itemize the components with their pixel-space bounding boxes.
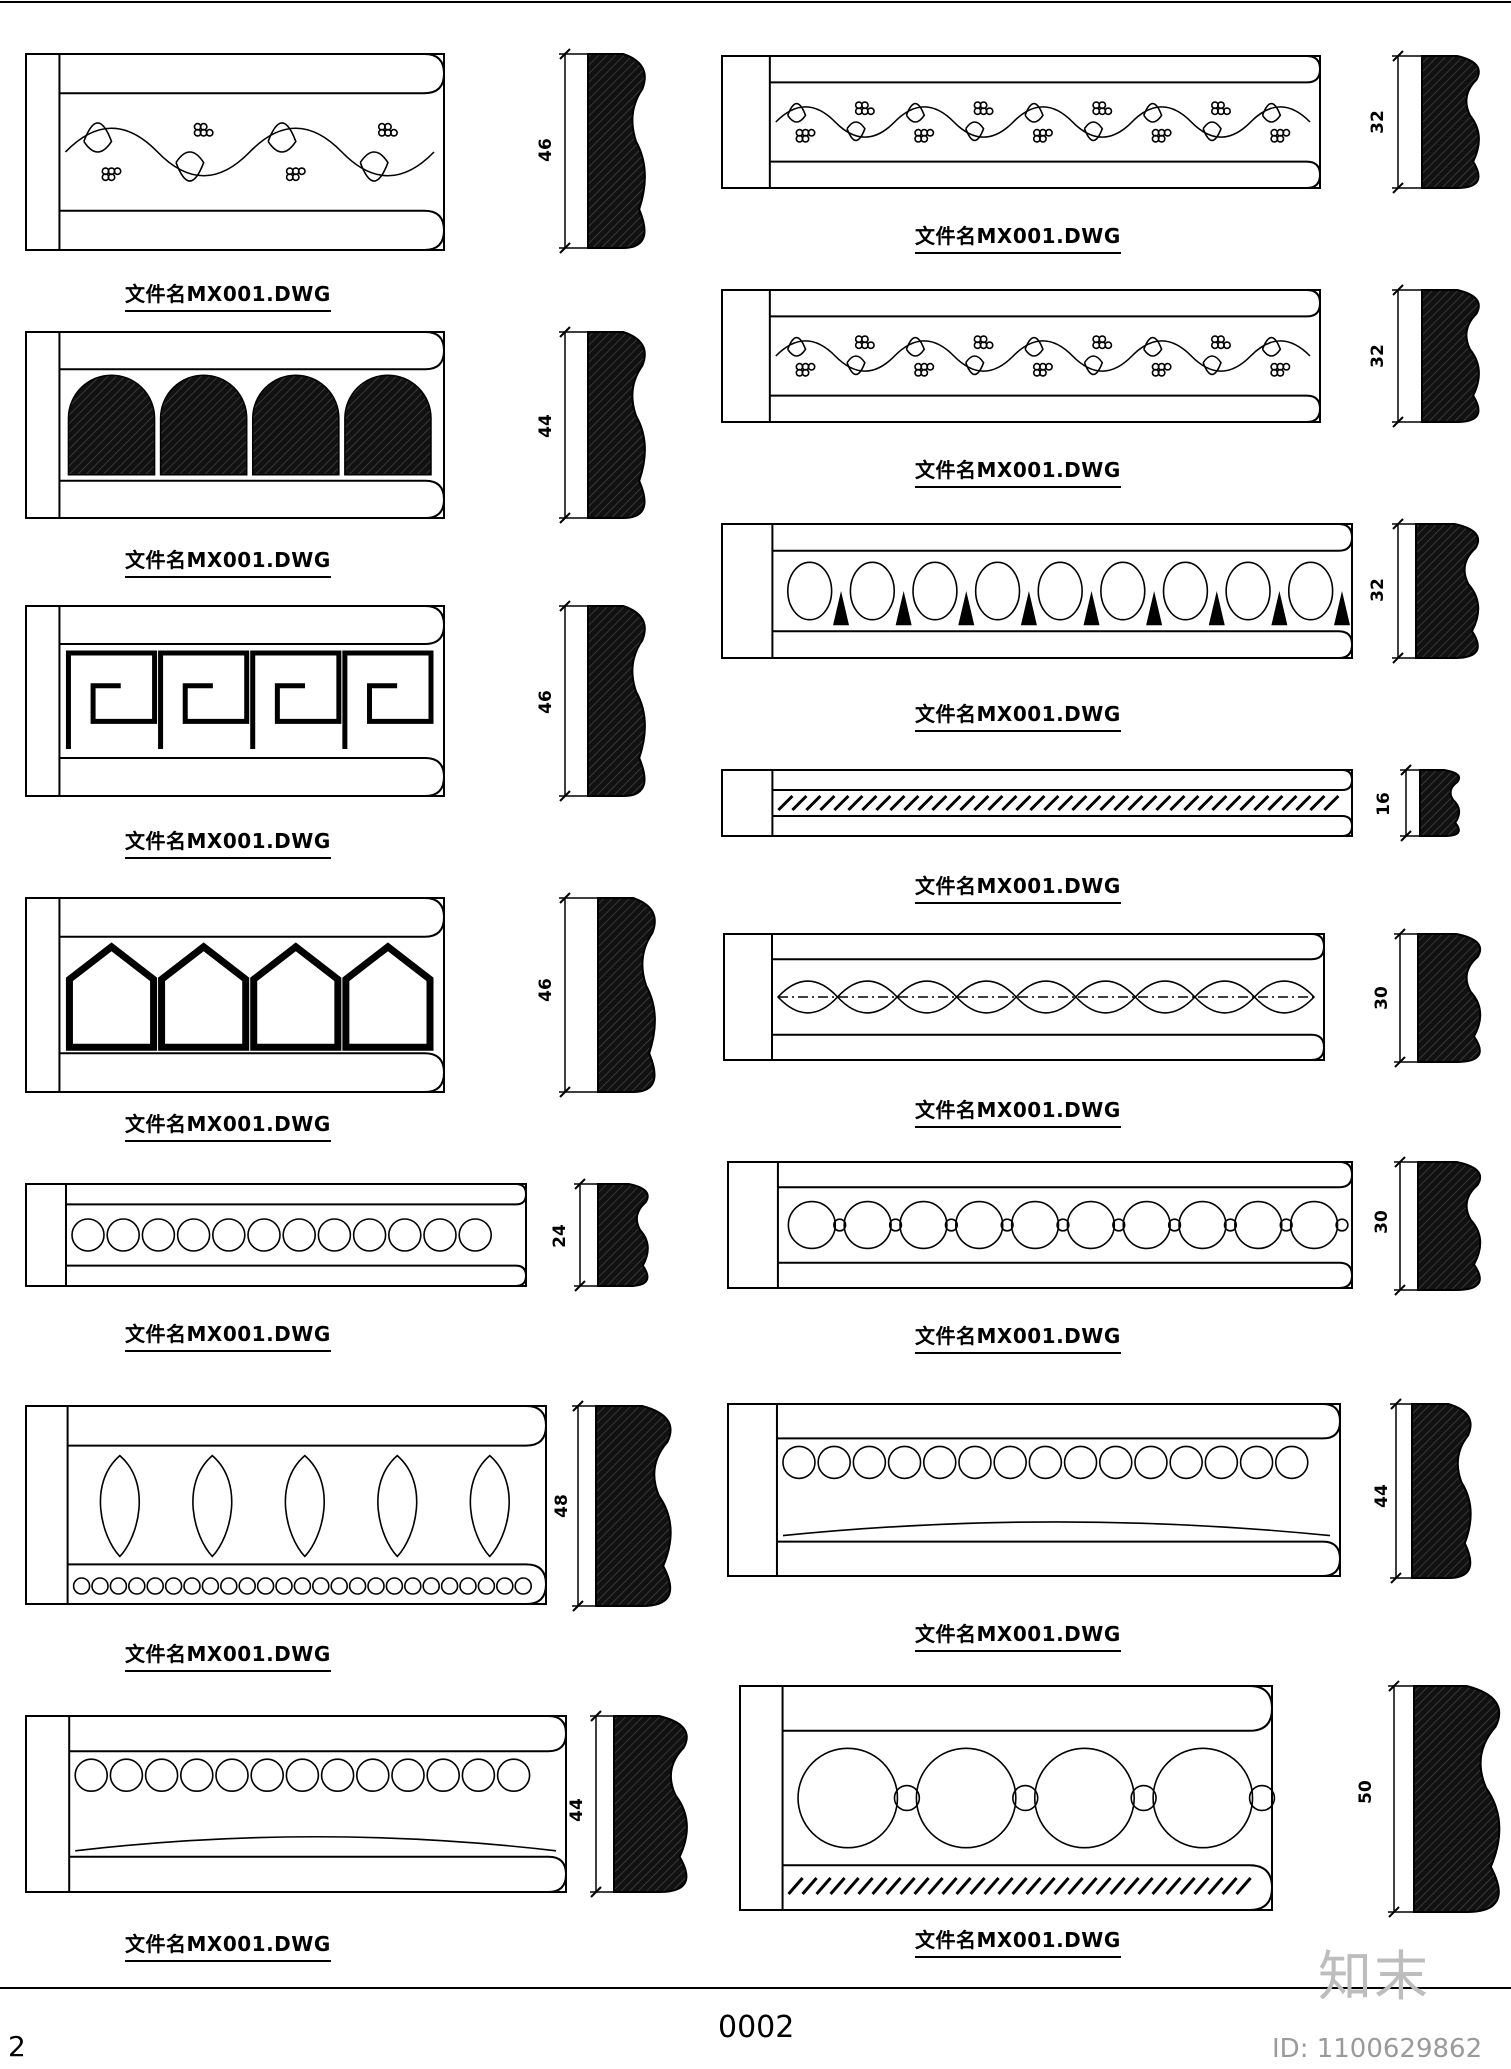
profile-section-9 xyxy=(1392,284,1480,428)
page-number: 0002 xyxy=(718,2010,795,2045)
dimension-label-8: 32 xyxy=(1367,110,1388,134)
caption-molding-15: 文件名MX001.DWG xyxy=(915,1924,1121,1958)
profile-section-15 xyxy=(1388,1680,1501,1918)
dimension-label-9: 32 xyxy=(1367,344,1388,368)
profile-section-7 xyxy=(590,1710,688,1898)
molding-elevation-2 xyxy=(25,331,446,519)
molding-elevation-1 xyxy=(25,53,446,251)
corner-page-number: 2 xyxy=(8,2030,26,2063)
caption-molding-11: 文件名MX001.DWG xyxy=(915,870,1121,904)
molding-elevation-3 xyxy=(25,605,446,797)
dimension-label-10: 32 xyxy=(1367,578,1388,602)
molding-elevation-14 xyxy=(727,1403,1342,1577)
watermark-logo: 知末 xyxy=(1318,1945,1430,2008)
molding-elevation-15 xyxy=(739,1685,1276,1911)
watermark-id: ID: 1100629862 xyxy=(1272,2034,1483,2064)
dimension-label-4: 46 xyxy=(535,978,556,1002)
dimension-label-6: 48 xyxy=(551,1494,572,1518)
caption-molding-10: 文件名MX001.DWG xyxy=(915,698,1121,732)
molding-elevation-12 xyxy=(723,933,1326,1061)
molding-elevation-13 xyxy=(727,1161,1354,1289)
profile-section-3 xyxy=(559,600,646,802)
molding-elevation-8 xyxy=(721,55,1322,189)
profile-section-1 xyxy=(559,48,646,254)
caption-molding-1: 文件名MX001.DWG xyxy=(125,278,331,312)
caption-molding-7: 文件名MX001.DWG xyxy=(125,1928,331,1962)
caption-molding-14: 文件名MX001.DWG xyxy=(915,1618,1121,1652)
caption-molding-8: 文件名MX001.DWG xyxy=(915,220,1121,254)
caption-molding-5: 文件名MX001.DWG xyxy=(125,1318,331,1352)
molding-elevation-9 xyxy=(721,289,1322,423)
molding-elevation-11 xyxy=(721,769,1354,837)
profile-section-2 xyxy=(559,326,646,524)
profile-section-10 xyxy=(1392,518,1480,664)
caption-molding-2: 文件名MX001.DWG xyxy=(125,544,331,578)
caption-molding-3: 文件名MX001.DWG xyxy=(125,825,331,859)
molding-elevation-5 xyxy=(25,1183,528,1287)
dimension-label-1: 46 xyxy=(535,138,556,162)
molding-elevation-4 xyxy=(25,897,446,1093)
dimension-label-12: 30 xyxy=(1371,986,1392,1010)
dimension-label-14: 44 xyxy=(1371,1484,1392,1508)
dimension-label-5: 24 xyxy=(549,1224,570,1248)
profile-section-13 xyxy=(1394,1156,1482,1296)
dimension-label-3: 46 xyxy=(535,690,556,714)
caption-molding-4: 文件名MX001.DWG xyxy=(125,1108,331,1142)
profile-section-14 xyxy=(1390,1398,1472,1584)
profile-section-4 xyxy=(559,892,656,1098)
caption-molding-12: 文件名MX001.DWG xyxy=(915,1094,1121,1128)
dimension-label-13: 30 xyxy=(1371,1210,1392,1234)
profile-section-6 xyxy=(572,1400,672,1612)
dimension-label-11: 16 xyxy=(1373,792,1394,816)
caption-molding-13: 文件名MX001.DWG xyxy=(915,1320,1121,1354)
dimension-label-2: 44 xyxy=(535,414,556,438)
profile-section-11 xyxy=(1400,764,1461,842)
dimension-label-7: 44 xyxy=(566,1798,587,1822)
dimension-label-15: 50 xyxy=(1355,1780,1376,1804)
profile-section-8 xyxy=(1392,50,1480,194)
molding-elevation-7 xyxy=(25,1715,568,1893)
profile-section-12 xyxy=(1394,928,1482,1068)
molding-elevation-6 xyxy=(25,1405,548,1605)
profile-section-5 xyxy=(574,1178,649,1292)
molding-elevation-10 xyxy=(721,523,1354,659)
caption-molding-6: 文件名MX001.DWG xyxy=(125,1638,331,1672)
caption-molding-9: 文件名MX001.DWG xyxy=(915,454,1121,488)
